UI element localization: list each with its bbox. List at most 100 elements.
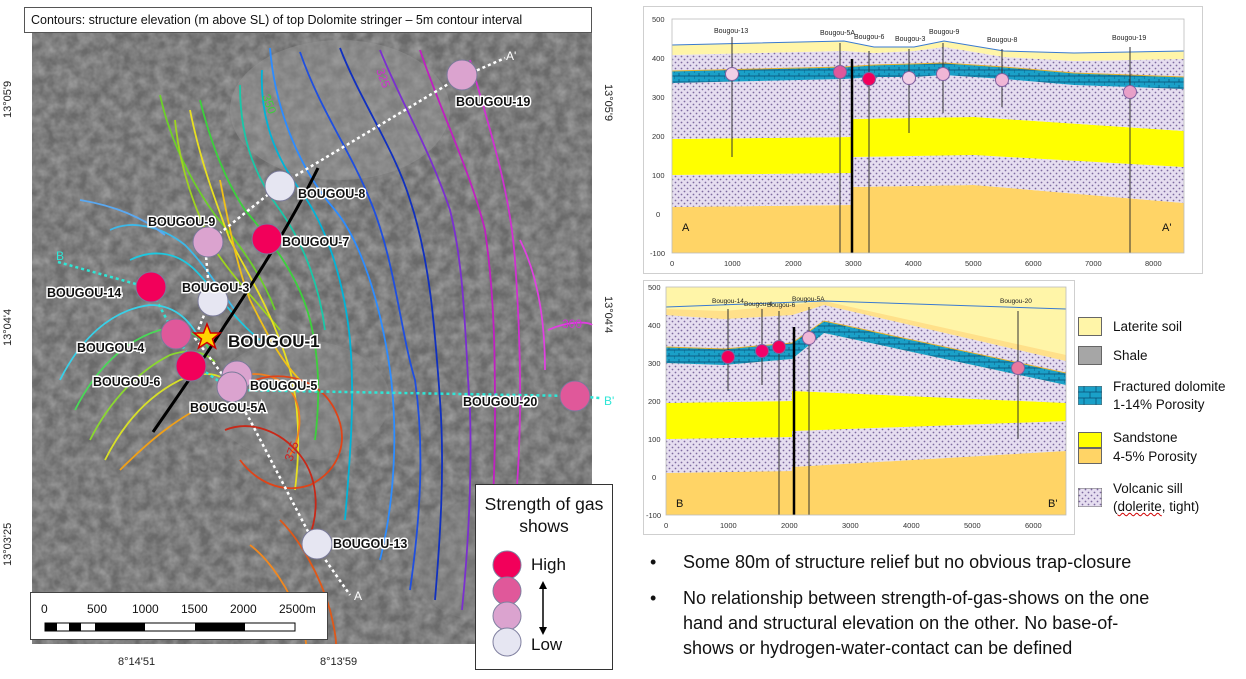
strata-bb — [666, 287, 1066, 515]
well-labels: BOUGOU-19 BOUGOU-8 BOUGOU-9 BOUGOU-7 BOU… — [46, 94, 539, 553]
well-marker-bougou-5a — [216, 371, 248, 403]
stratum-dolomite — [666, 321, 1066, 385]
y-tick-label: 300 — [652, 93, 665, 102]
fault-line — [151, 167, 320, 433]
legend-text: Shale — [1113, 348, 1148, 363]
legend-swatch-low — [492, 627, 522, 657]
y-axis: 500 400 300 200 100 0 -100 — [650, 15, 665, 258]
contour-label: 350 — [259, 92, 279, 116]
contour-label: 375 — [282, 439, 302, 463]
legend-swatch-medium-low — [492, 601, 522, 631]
scale-tick-label: 1000 — [132, 602, 159, 616]
contour-line — [89, 350, 216, 441]
star-icon — [191, 321, 223, 350]
cross-section-aa: 500 400 300 200 100 0 -100 0 1000 2000 3… — [643, 6, 1203, 274]
x-tick-label: 5000 — [965, 259, 982, 268]
scale-tick-label: 1500 — [181, 602, 208, 616]
well-marker-bougou-13 — [301, 528, 333, 560]
well-name: Bougou-19 — [1112, 35, 1146, 42]
contour-line — [119, 404, 206, 471]
section-end-label: A — [682, 222, 690, 234]
well-name: Bougou-9 — [929, 29, 959, 36]
y-tick-label: 100 — [652, 171, 665, 180]
contour-labels: 325 350 300 375 — [259, 66, 582, 463]
contour-line — [519, 239, 546, 371]
latitude-label: 13°04'4 — [2, 308, 14, 346]
legend-text: 1-14% Porosity — [1113, 397, 1205, 412]
x-tick-label: 3000 — [842, 521, 859, 530]
well-label: BOUGOU-5 — [250, 379, 317, 393]
contour-line — [239, 84, 326, 331]
well-label: BOUGOU-7 — [282, 235, 349, 249]
stratum-sill-lower — [666, 421, 1066, 473]
stratum-sill-upper — [666, 333, 1066, 403]
well-marker-bougou-19 — [446, 59, 478, 91]
contour-line — [199, 99, 320, 441]
well-marker-bougou-3 — [197, 285, 229, 317]
swatch-volcanic-sill — [1078, 488, 1102, 507]
contour-line — [224, 425, 317, 546]
lithology-legend: Laterite soil Shale Fractured dolomite 1… — [1078, 312, 1246, 522]
scale-tick-label: 2500m — [279, 602, 316, 616]
contour-line — [379, 49, 472, 611]
well-label: BOUGOU-13 — [333, 537, 407, 551]
longitude-label: 8°14'51 — [118, 656, 156, 668]
x-tick-label: 0 — [670, 259, 674, 268]
y-tick-label: 100 — [648, 435, 661, 444]
well-label: BOUGOU-8 — [298, 187, 365, 201]
y-axis: 500 400 300 200 100 0 -100 — [646, 283, 661, 520]
y-tick-label: 0 — [656, 210, 660, 219]
scale-bar: 0 500 1000 1500 2000 2500m — [30, 592, 328, 640]
scale-tick-label: 2000 — [230, 602, 257, 616]
x-tick-label: 5000 — [964, 521, 981, 530]
stratum-sandstone — [672, 117, 1184, 175]
section-marker-b-prime: B' — [604, 394, 614, 408]
bright-patch — [230, 40, 450, 180]
y-tick-label: 400 — [652, 54, 665, 63]
contour-line — [219, 179, 301, 381]
well-marker-bougou-14 — [135, 271, 167, 303]
contour-label: 325 — [373, 66, 393, 90]
section-end-label: B' — [1048, 498, 1057, 510]
x-axis: 0 1000 2000 3000 4000 5000 6000 7000 800… — [670, 259, 1162, 268]
well-names-bb: Bougou-14 Bougou-4 Bougou-6 Bougou-5A Bo… — [712, 296, 1032, 309]
stratum-sill-top — [672, 47, 1184, 77]
x-tick-label: 2000 — [785, 259, 802, 268]
well-label: BOUGOU-4 — [77, 341, 144, 355]
well-marker-bougou-20 — [559, 380, 591, 412]
well-name: Bougou-20 — [1000, 298, 1032, 305]
contour-line — [279, 519, 337, 645]
bullet-item: • Some 80m of structure relief but no ob… — [650, 552, 1132, 572]
contour-line — [339, 47, 443, 601]
stratum-laterite — [672, 41, 1184, 61]
legend-text: Volcanic sill — [1113, 481, 1183, 496]
x-tick-label: 1000 — [724, 259, 741, 268]
cross-section-bb-graphic: 500 400 300 200 100 0 -100 0 1000 2000 3… — [646, 283, 1067, 530]
legend-high-label: High — [531, 555, 566, 574]
gas-shows-legend: Strength of gas shows High Low — [475, 484, 613, 670]
cross-section-bb: 500 400 300 200 100 0 -100 0 1000 2000 3… — [643, 280, 1075, 535]
stratum-laterite — [666, 301, 1066, 361]
stratum-sandstone-lower — [672, 185, 1184, 253]
contour-line — [269, 47, 396, 561]
y-tick-label: -100 — [650, 249, 665, 258]
well-label: BOUGOU-19 — [456, 95, 530, 109]
well-label: BOUGOU-6 — [93, 375, 160, 389]
contour-line — [547, 321, 593, 331]
well-name: Bougou-4 — [744, 301, 773, 308]
scale-bar-graphic: 0 500 1000 1500 2000 2500m — [41, 602, 316, 632]
contour-line — [79, 199, 166, 236]
swatch-dolomite — [1078, 386, 1102, 405]
well-name: Bougou-6 — [767, 302, 796, 309]
main-well-label: BOUGOU-1 — [228, 332, 320, 351]
latitude-label: 13°04'4 — [602, 296, 614, 334]
well-label: BOUGOU-5A — [190, 401, 266, 415]
well-label: BOUGOU-20 — [463, 395, 537, 409]
contour-label: 300 — [562, 317, 582, 331]
well-name: Bougou-14 — [712, 298, 744, 305]
y-tick-label: 200 — [648, 397, 661, 406]
legend-swatch-medium-high — [492, 576, 522, 606]
latitude-label: 13°05'9 — [2, 80, 14, 118]
structure-map: 325 350 300 375 A' B B' A — [32, 32, 614, 645]
map-panel: 325 350 300 375 A' B B' A — [0, 0, 620, 679]
